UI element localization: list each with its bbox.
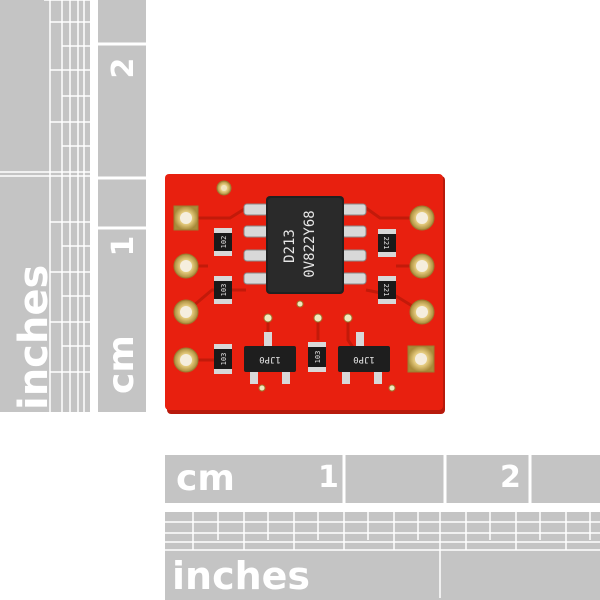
resistors	[214, 228, 396, 374]
resistor-mark: 103	[220, 284, 228, 297]
bottom-inches-label: inches	[172, 554, 311, 598]
left-inches-ruler	[0, 0, 90, 412]
left-cm-ruler	[98, 0, 146, 412]
resistor-mark: 221	[382, 237, 390, 250]
bottom-cm-mark-1: 1	[318, 460, 339, 495]
chip-marking-top: D213	[282, 229, 298, 263]
resistor-mark: 103	[314, 351, 322, 364]
transistors	[244, 332, 390, 384]
transistor-mark: 1JP0	[353, 354, 375, 364]
bottom-cm-mark-2: 2	[500, 460, 521, 495]
resistor-mark: 221	[382, 284, 390, 297]
resistor-mark: 103	[220, 353, 228, 366]
bottom-cm-label: cm	[176, 458, 235, 499]
transistor-mark: 1JP0	[259, 354, 281, 364]
resistor-mark: 102	[220, 236, 228, 249]
chip-marking-bottom: 0V822Y68	[302, 210, 318, 277]
